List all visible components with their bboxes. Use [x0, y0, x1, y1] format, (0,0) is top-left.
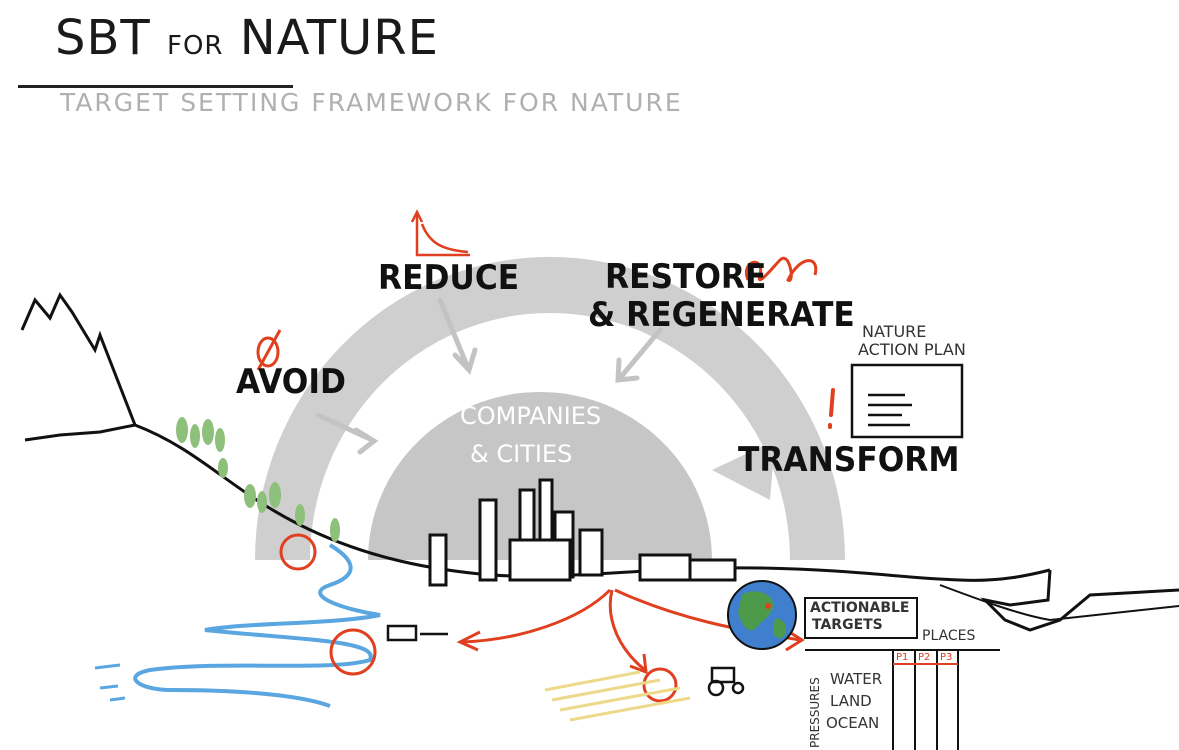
globe-icon — [727, 580, 797, 650]
coast-line — [980, 569, 1179, 632]
label-pressures: PRESSURES — [808, 677, 822, 748]
avoid-symbol — [256, 329, 282, 371]
title-nature: NATURE — [239, 10, 439, 66]
label-cities: & CITIES — [470, 440, 573, 468]
page-subtitle: TARGET SETTING FRAMEWORK FOR NATURE — [60, 88, 683, 117]
river — [133, 543, 381, 708]
label-restore: RESTORE — [605, 257, 767, 297]
restore-loops-icon — [744, 256, 818, 282]
truck-icon — [386, 624, 448, 642]
label-ocean: OCEAN — [826, 714, 880, 732]
transform-exclamation-icon — [828, 388, 835, 429]
targets-table — [804, 597, 1000, 750]
action-plan-document — [850, 363, 964, 439]
label-targets: TARGETS — [812, 617, 883, 633]
title-underline — [18, 85, 293, 88]
title-sbt: SBT — [55, 10, 151, 66]
mountain-ground-line — [20, 291, 1051, 582]
label-actionable: ACTIONABLE — [810, 600, 910, 616]
page-title: SBT FOR NATURE — [55, 10, 439, 66]
grey-arrows — [315, 297, 663, 455]
companies-cities-dome — [368, 392, 712, 560]
river-fish — [94, 663, 126, 702]
label-p1: P1 — [896, 652, 909, 663]
label-places: PLACES — [922, 628, 976, 644]
label-avoid: AVOID — [236, 362, 346, 402]
label-p2: P2 — [918, 652, 931, 663]
label-action-plan-2: ACTION PLAN — [858, 340, 966, 359]
coast-line-2 — [939, 584, 1179, 622]
framework-arc — [255, 256, 845, 560]
label-land: LAND — [830, 692, 872, 710]
tractor-icon — [707, 666, 745, 697]
label-water: WATER — [830, 670, 883, 688]
label-regenerate: & REGENERATE — [588, 295, 855, 335]
title-for: FOR — [166, 31, 224, 61]
arc-arrowhead — [712, 440, 775, 500]
label-transform: TRANSFORM — [738, 440, 960, 480]
red-impact-circles — [279, 533, 678, 703]
label-reduce: REDUCE — [378, 258, 520, 298]
forest-trees — [176, 417, 340, 542]
farm-field — [544, 670, 691, 722]
label-companies: COMPANIES — [460, 402, 602, 430]
label-p3: P3 — [940, 652, 953, 663]
reduce-chart-icon — [410, 209, 470, 257]
label-action-plan-1: NATURE — [862, 322, 927, 341]
city-skyline — [428, 478, 737, 587]
